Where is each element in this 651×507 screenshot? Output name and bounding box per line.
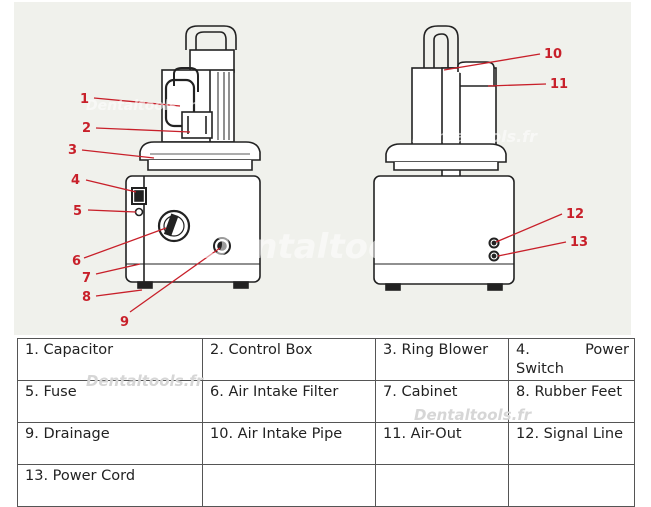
diagram-canvas: Dentaltools.fr Dentaltools.fr Dentaltool… <box>68 25 588 330</box>
legend-row: 13. Power Cord <box>17 464 635 507</box>
callout-4: 4 <box>71 173 80 188</box>
legend-item-signal-line: 12. Signal Line <box>508 422 635 465</box>
back-air-out <box>457 61 495 86</box>
callout-9: 9 <box>120 315 129 330</box>
legend-table: 1. Capacitor 2. Control Box 3. Ring Blow… <box>17 338 635 507</box>
leader-2 <box>95 127 191 133</box>
leader-3 <box>81 149 155 159</box>
back-ring-blower <box>385 143 507 163</box>
callout-13: 13 <box>570 235 588 250</box>
callout-12: 12 <box>566 207 584 222</box>
legend-item-power-switch: 4. Power Switch <box>508 338 635 381</box>
watermark-3: Dentaltools.fr <box>202 227 470 267</box>
legend-empty-cell <box>202 464 376 507</box>
legend-row: 5. Fuse 6. Air Intake Filter 7. Cabinet … <box>17 380 635 423</box>
leader-1 <box>93 97 181 107</box>
legend-item-drainage: 9. Drainage <box>17 422 203 465</box>
leader-4 <box>85 179 137 193</box>
legend-item-air-intake-filter: 6. Air Intake Filter <box>202 380 376 423</box>
legend-item-control-box: 2. Control Box <box>202 338 376 381</box>
front-rubber-foot-right <box>233 281 249 289</box>
legend-row: 1. Capacitor 2. Control Box 3. Ring Blow… <box>17 338 635 381</box>
front-control-box <box>181 111 213 139</box>
back-air-intake-pipe <box>423 25 459 196</box>
front-top-pipe <box>185 25 237 50</box>
leader-7 <box>95 263 141 275</box>
leader-11 <box>487 83 547 87</box>
legend-item-power-cord: 13. Power Cord <box>17 464 203 507</box>
legend-item-capacitor: 1. Capacitor <box>17 338 203 381</box>
back-rubber-foot-left <box>385 283 401 291</box>
front-ring-blower <box>139 141 261 161</box>
front-top-neck <box>189 49 235 73</box>
watermark-1: Dentaltools.fr <box>86 98 196 114</box>
leader-10 <box>443 53 541 71</box>
front-cabinet <box>125 175 261 283</box>
watermark-2: Dentaltools.fr <box>412 127 538 146</box>
front-top-pipe-inner <box>195 31 227 50</box>
back-view <box>373 25 515 291</box>
leader-6 <box>83 227 167 259</box>
back-rubber-foot-right <box>487 283 503 291</box>
front-air-intake-filter <box>157 209 191 243</box>
legend-item-fuse: 5. Fuse <box>17 380 203 423</box>
legend-item-ring-blower: 3. Ring Blower <box>375 338 509 381</box>
legend-item-rubber-feet: 8. Rubber Feet <box>508 380 635 423</box>
product-diagram: Dentaltools.fr Dentaltools.fr Dentaltool… <box>14 2 631 335</box>
callout-11: 11 <box>550 77 568 92</box>
front-drainage <box>213 237 231 255</box>
legend-empty-cell <box>508 464 635 507</box>
callout-2: 2 <box>82 121 91 136</box>
callout-3: 3 <box>68 143 77 158</box>
back-signal-line <box>488 237 500 249</box>
callout-1: 1 <box>80 92 89 107</box>
legend-item-air-out: 11. Air-Out <box>375 422 509 465</box>
back-cabinet <box>373 175 515 285</box>
leader-8 <box>95 289 143 297</box>
front-rubber-foot-left <box>137 281 153 289</box>
legend-empty-cell <box>375 464 509 507</box>
legend-item-air-intake-pipe: 10. Air Intake Pipe <box>202 422 376 465</box>
leader-5 <box>87 209 137 213</box>
leader-lines <box>81 53 567 313</box>
callout-6: 6 <box>72 254 81 269</box>
leader-13 <box>497 241 567 257</box>
callout-8: 8 <box>82 290 91 305</box>
callout-10: 10 <box>544 47 562 62</box>
legend-item-cabinet: 7. Cabinet <box>375 380 509 423</box>
callout-7: 7 <box>82 271 91 286</box>
leader-9 <box>129 247 221 313</box>
legend-row: 9. Drainage 10. Air Intake Pipe 11. Air-… <box>17 422 635 465</box>
leader-12 <box>495 213 563 243</box>
callout-5: 5 <box>73 204 82 219</box>
